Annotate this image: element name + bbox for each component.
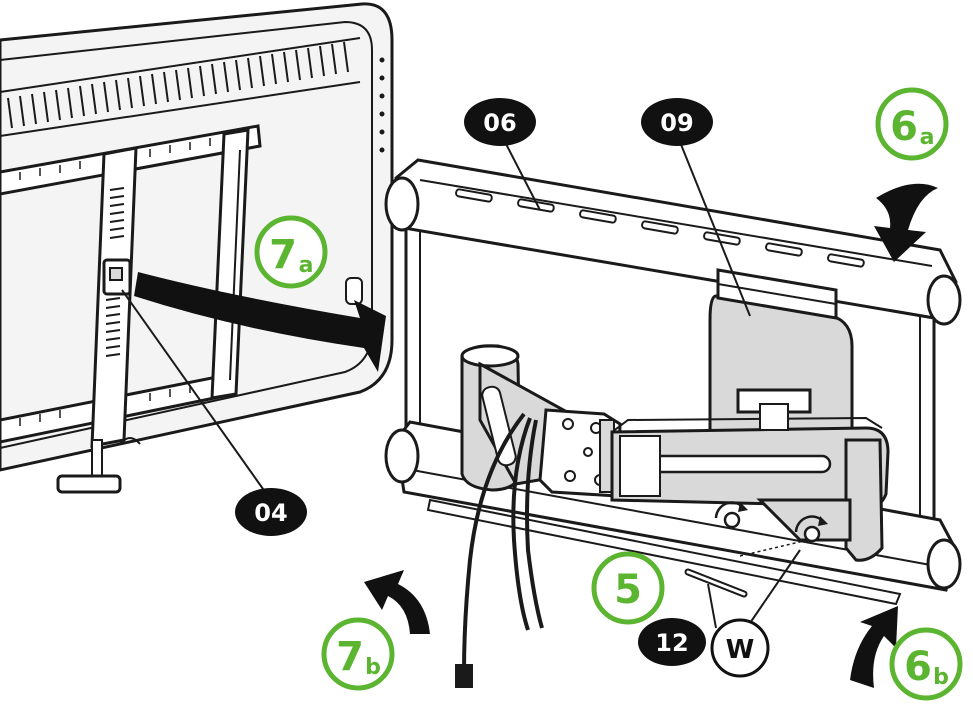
step-6b-number: 6 <box>904 644 932 690</box>
tv-bracket-t-handle <box>56 474 122 494</box>
wall-mount <box>384 158 962 688</box>
step-7b-number: 7 <box>336 634 364 680</box>
step-7a-number: 7 <box>269 232 297 278</box>
tv-bracket-spring <box>105 187 125 357</box>
adjust-screw-right <box>794 515 828 543</box>
tv-vent-grille <box>7 41 349 129</box>
leader-lines <box>121 139 801 629</box>
step-badge-7b: 7 b <box>321 617 395 691</box>
bottom-rail-left-cap <box>384 428 420 484</box>
hex-key-tool <box>684 568 748 598</box>
tv-side-dimples <box>379 57 385 153</box>
callout-w: W <box>710 618 770 678</box>
tv-back <box>0 2 394 494</box>
adjust-screw-left <box>714 501 748 529</box>
callout-09: 09 <box>641 98 713 146</box>
step-7a-letter: a <box>299 253 314 278</box>
step-6b-letter: b <box>933 665 949 690</box>
callout-w-label: W <box>726 635 755 665</box>
callout-12: 12 <box>638 618 706 666</box>
callout-09-label: 09 <box>660 109 693 137</box>
callout-04-label: 04 <box>254 499 287 527</box>
callout-06: 06 <box>464 98 536 146</box>
mount-top-rail-slots <box>455 188 865 268</box>
arrow-6b <box>850 606 898 688</box>
callout-04: 04 <box>235 488 307 536</box>
tv-back-inner-edge <box>0 20 373 449</box>
mount-top-rail <box>394 158 958 322</box>
top-rail-right-cap <box>926 274 962 326</box>
arrow-7b <box>364 570 430 634</box>
arm-diagonal-brace <box>756 498 852 542</box>
step-5-number: 5 <box>614 567 642 613</box>
step-6a-number: 6 <box>890 104 918 150</box>
callout-12-label: 12 <box>655 629 688 657</box>
cable-bundle <box>462 412 544 673</box>
step-badge-6a: 6 a <box>875 87 949 161</box>
arm-pivot-column <box>844 438 884 562</box>
step-badge-5: 5 <box>591 551 665 625</box>
bottom-rail-right-cap <box>926 538 962 590</box>
tv-side-tab <box>345 277 363 305</box>
step-badge-7a: 7 a <box>254 215 328 289</box>
tv-bracket-t-handle-stem <box>91 439 103 481</box>
top-rail-left-cap <box>384 176 420 232</box>
arm-forearm-slot <box>648 454 832 474</box>
callout-06-label: 06 <box>483 109 516 137</box>
step-7b-letter: b <box>365 655 381 680</box>
step-6a-letter: a <box>920 125 935 150</box>
step-badge-6b: 6 b <box>889 627 963 701</box>
arrow-6a <box>874 183 938 262</box>
cable-plug <box>455 664 473 688</box>
arrow-7a <box>134 272 386 372</box>
